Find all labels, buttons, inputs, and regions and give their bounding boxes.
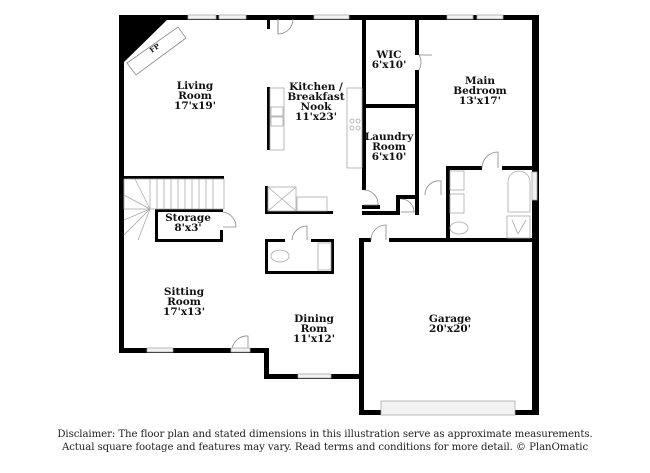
room-name: WIC	[375, 49, 401, 61]
room-name: Sitting	[164, 286, 205, 298]
fireplace	[126, 26, 187, 76]
room-name: Room	[372, 141, 406, 153]
room-name: Breakfast	[287, 91, 344, 103]
room-name: Main	[465, 75, 495, 87]
disclaimer-line-2: Actual square footage and features may v…	[61, 442, 589, 453]
room-dimensions: 20'x20'	[429, 323, 471, 335]
room-wic: WIC 6'x10'	[372, 49, 407, 71]
windows	[146, 14, 538, 416]
room-name: Living	[177, 80, 214, 92]
fireplace-label: FP	[148, 41, 162, 55]
room-name: Dining	[294, 313, 334, 325]
room-sitting-room: Sitting Room 17'x13'	[163, 286, 205, 318]
room-living-room: Living Room 17'x19'	[174, 80, 216, 112]
room-dimensions: 8'x3'	[174, 222, 201, 234]
fixtures	[123, 26, 531, 271]
room-dimensions: 11'x12'	[293, 333, 335, 345]
room-laundry: Laundry Room 6'x10'	[365, 131, 414, 163]
staircase	[123, 178, 225, 241]
room-name: Bedroom	[453, 85, 507, 97]
room-name: Rom	[301, 323, 328, 335]
room-name: Nook	[301, 101, 333, 113]
room-name: Storage	[165, 212, 211, 224]
room-name: Garage	[429, 313, 471, 325]
room-main-bedroom: Main Bedroom 13'x17'	[453, 75, 507, 107]
room-name: Room	[178, 90, 212, 102]
room-name: Room	[167, 296, 201, 308]
room-name: Laundry	[365, 131, 414, 143]
room-dimensions: 13'x17'	[459, 95, 501, 107]
room-dimensions: 6'x10'	[372, 59, 407, 71]
disclaimer-line-1: Disclaimer: The floor plan and stated di…	[57, 429, 593, 440]
doors	[222, 18, 499, 353]
room-dimensions: 17'x13'	[163, 306, 205, 318]
room-dining-room: Dining Rom 11'x12'	[293, 313, 335, 345]
room-dimensions: 6'x10'	[372, 151, 407, 163]
room-garage: Garage 20'x20'	[429, 313, 471, 335]
room-name: Kitchen /	[289, 81, 343, 93]
room-storage: Storage 8'x3'	[165, 212, 211, 234]
room-dimensions: 17'x19'	[174, 100, 216, 112]
room-kitchen: Kitchen / Breakfast Nook 11'x23'	[287, 81, 344, 123]
room-dimensions: 11'x23'	[295, 111, 337, 123]
